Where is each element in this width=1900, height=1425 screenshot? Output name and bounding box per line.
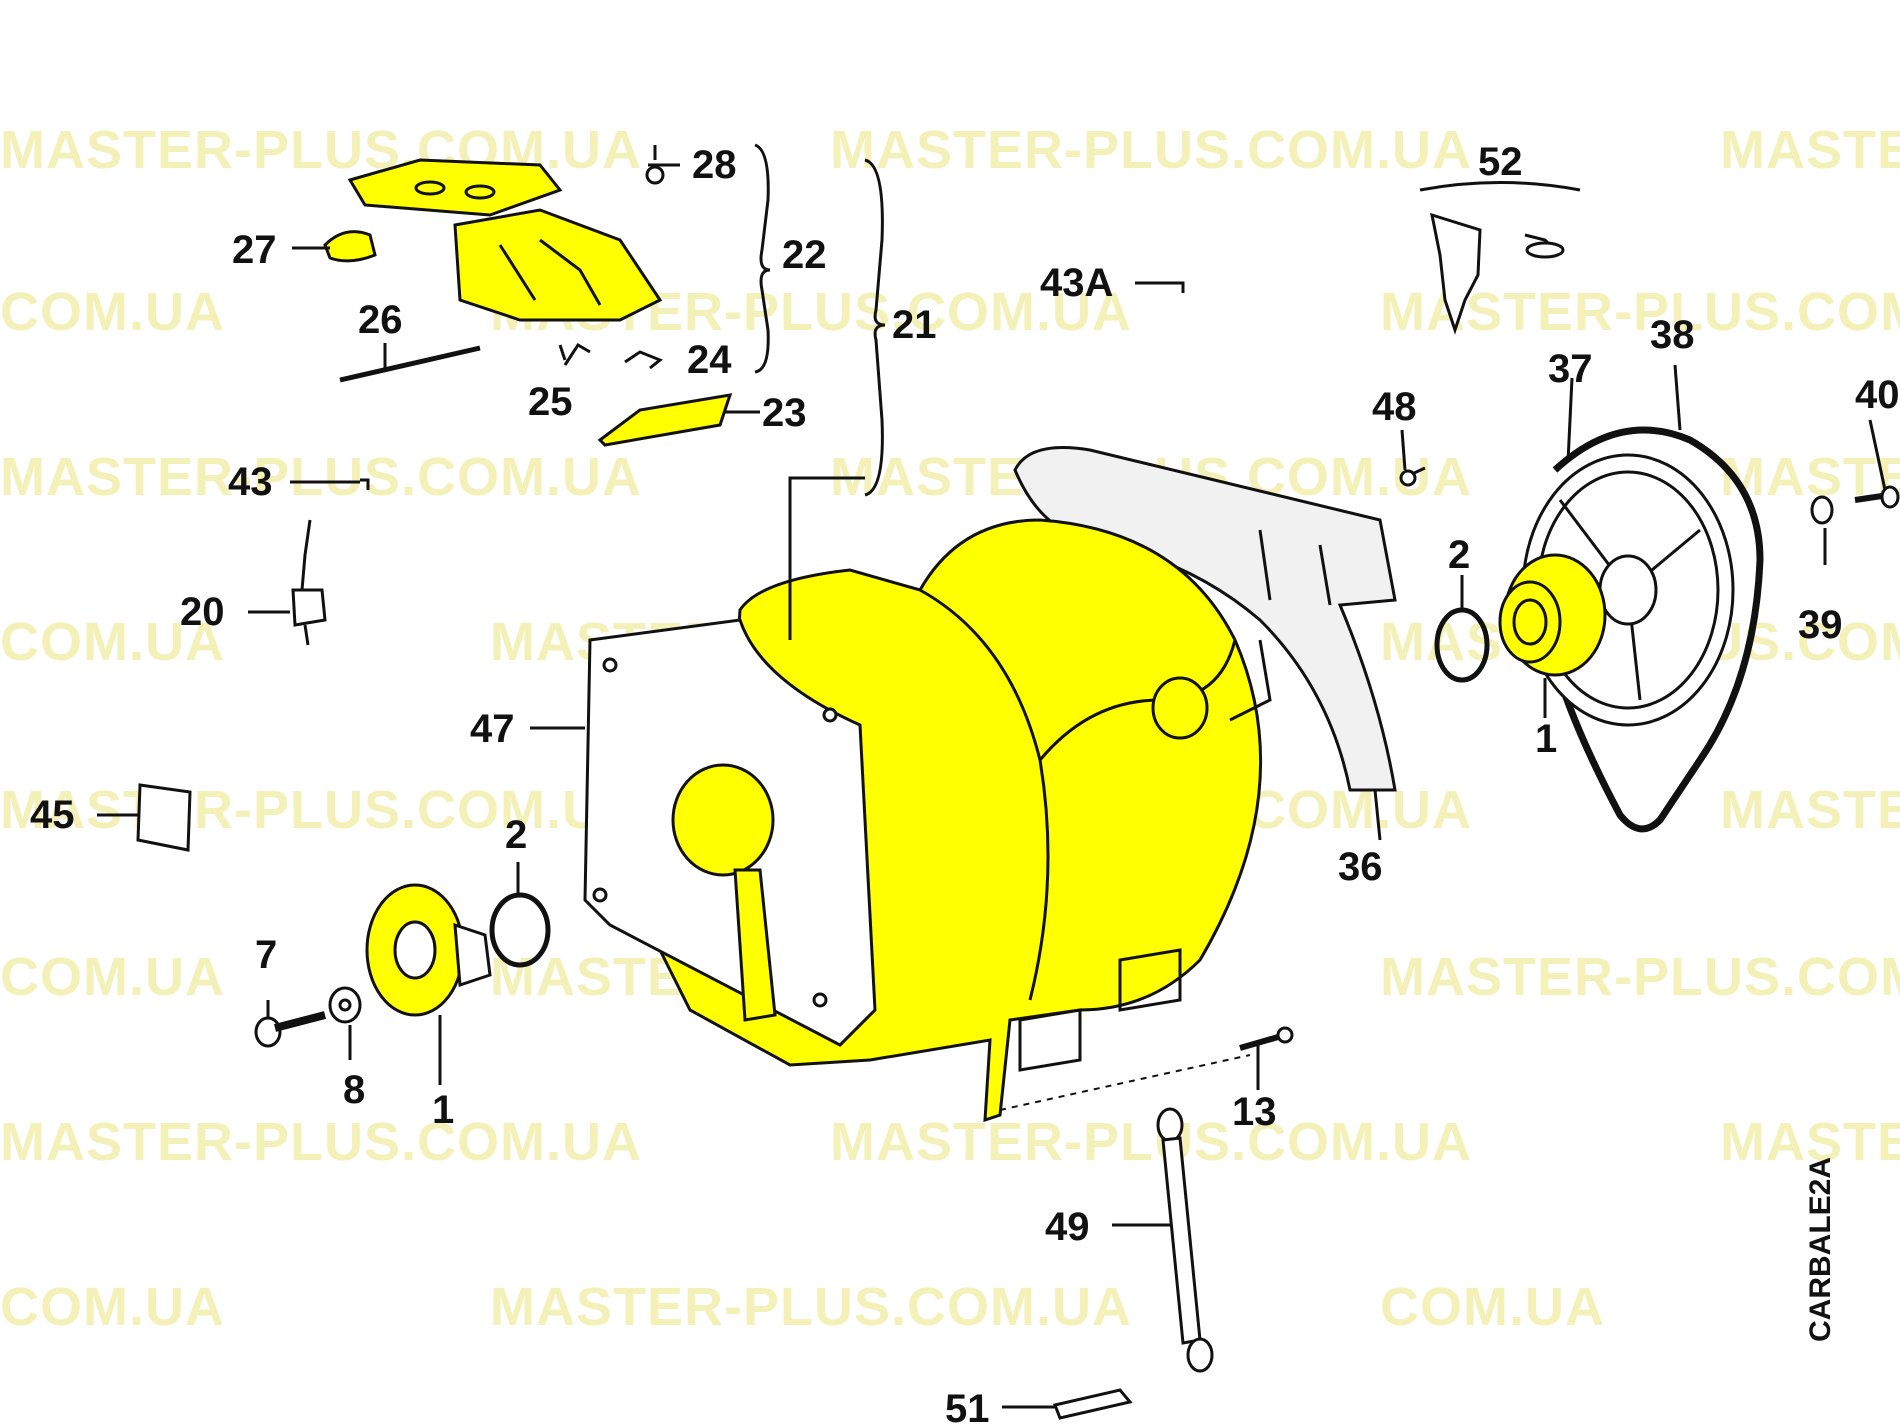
part-40-screw <box>1854 485 1900 509</box>
part-8-washer <box>328 986 362 1024</box>
part-1-bearing-rear <box>1498 553 1607 677</box>
label-39: 39 <box>1798 603 1843 647</box>
part-28-screw <box>645 145 665 185</box>
watermark-text: COM.UA <box>1380 1277 1605 1337</box>
part-23-seal <box>597 393 733 447</box>
label-27: 27 <box>232 228 277 272</box>
brace-22 <box>754 143 771 374</box>
label-1-rear: 1 <box>1535 717 1557 761</box>
watermark-text: MASTE <box>1720 1112 1900 1172</box>
watermark-text: MASTER-PLUS.COM.UA <box>0 780 642 840</box>
part-1-bearing-front <box>365 883 492 1017</box>
label-13: 13 <box>1232 1090 1277 1134</box>
watermark-text: MASTE <box>1720 780 1900 840</box>
part-51-pin <box>1052 1388 1133 1420</box>
watermark-text: COM.UA <box>0 947 225 1007</box>
watermark-text: MASTER-PLUS.COM.UA <box>1380 947 1900 1007</box>
part-7-bolt <box>254 1011 327 1048</box>
part-labels: 28 22 21 27 26 24 25 23 43 43A 20 45 47 … <box>30 140 1900 1425</box>
label-2-front: 2 <box>505 813 527 857</box>
part-39-washer <box>1810 495 1834 525</box>
label-51: 51 <box>945 1387 990 1425</box>
part-22-detergent-drawer <box>347 158 663 322</box>
label-45: 45 <box>30 793 75 837</box>
part-47-front-panel <box>583 618 877 1047</box>
watermark-text: COM.UA <box>0 282 225 342</box>
label-21: 21 <box>892 303 937 347</box>
label-7: 7 <box>255 933 277 977</box>
part-48-screw <box>1399 466 1426 487</box>
part-45-block <box>136 783 192 852</box>
part-43-hook <box>360 478 370 490</box>
label-52: 52 <box>1478 140 1523 184</box>
label-26: 26 <box>358 298 403 342</box>
part-52-bracket <box>1419 181 1581 335</box>
watermark-text: COM.UA <box>0 612 225 672</box>
label-49: 49 <box>1045 1205 1090 1249</box>
part-24-clip <box>624 350 663 370</box>
label-24: 24 <box>687 338 732 382</box>
part-13-screw <box>999 1026 1294 1111</box>
watermark-text: MASTER-PLUS.COM.UA <box>0 1112 642 1172</box>
watermark-text: MASTER-PLUS.COM.UA <box>0 447 642 507</box>
label-1-front: 1 <box>432 1088 454 1132</box>
leader-lines <box>97 163 1887 1409</box>
part-25-clip <box>563 342 591 366</box>
watermark-text: COM.UA <box>0 1277 225 1337</box>
label-36: 36 <box>1338 845 1383 889</box>
label-43a: 43A <box>1040 261 1113 305</box>
watermark-text: MASTE <box>1720 120 1900 180</box>
watermark-text: MASTER-PLUS.COM.UA <box>490 1277 1132 1337</box>
part-2-seal-ring-front <box>489 892 551 968</box>
label-48: 48 <box>1372 385 1417 429</box>
label-23: 23 <box>762 391 807 435</box>
label-2-rear: 2 <box>1448 533 1470 577</box>
watermark-text: MASTER-PLUS.COM.UA <box>830 1112 1472 1172</box>
part-43a-hook <box>1160 281 1185 293</box>
label-25: 25 <box>528 380 573 424</box>
diagram-code: CARBALE2A <box>1804 1157 1837 1342</box>
part-2-seal-ring-rear <box>1434 607 1490 683</box>
label-40: 40 <box>1855 373 1900 417</box>
label-8: 8 <box>343 1068 365 1112</box>
label-37: 37 <box>1548 347 1593 391</box>
label-38: 38 <box>1650 313 1695 357</box>
part-26-rod <box>339 345 481 383</box>
label-22: 22 <box>782 233 827 277</box>
part-38-belt <box>1552 426 1764 833</box>
watermark-text: MASTER-PLUS.COM.UA <box>830 120 1472 180</box>
brace-21 <box>864 158 886 497</box>
label-43: 43 <box>228 460 273 504</box>
part-27-knob <box>323 230 377 263</box>
label-47: 47 <box>470 707 515 751</box>
part-20-sensor <box>291 519 327 646</box>
label-20: 20 <box>180 590 225 634</box>
part-49-shock-absorber <box>1156 1107 1214 1373</box>
label-28: 28 <box>692 143 737 187</box>
